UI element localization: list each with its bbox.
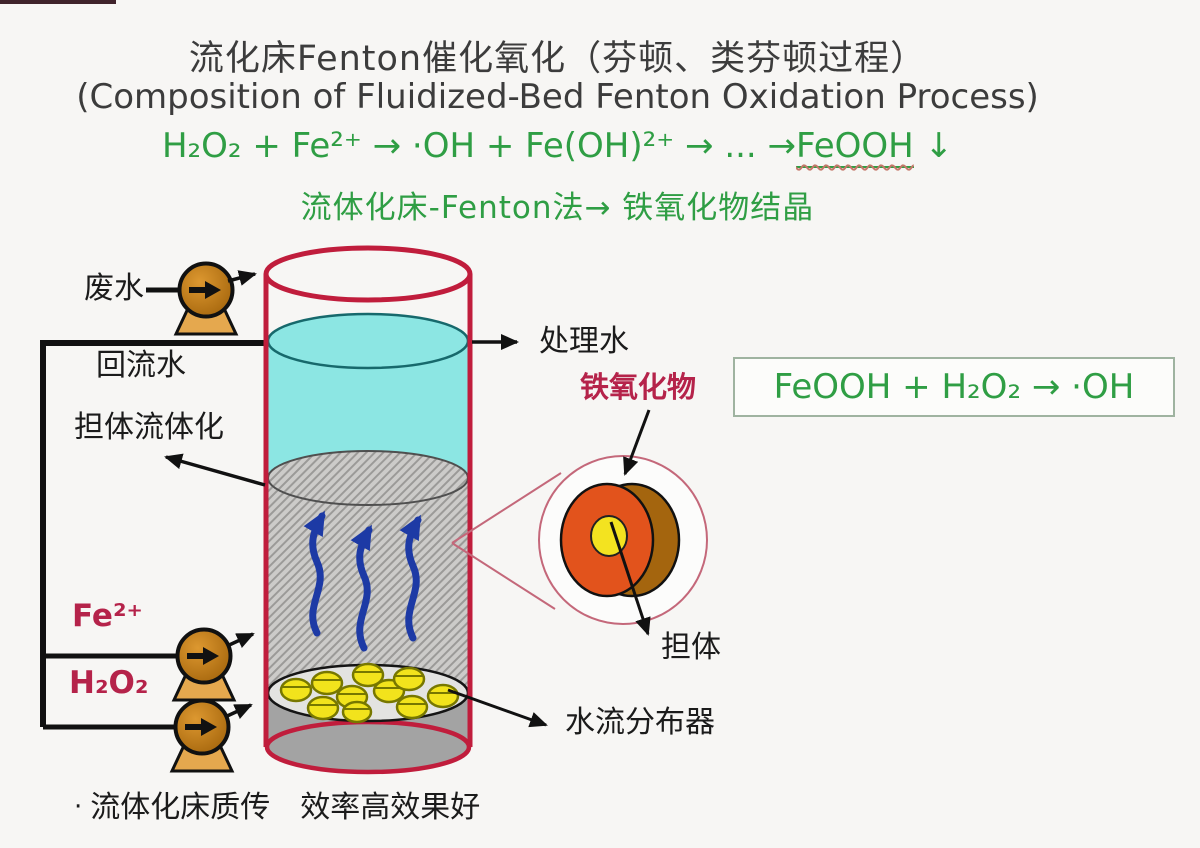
treated-water-label: 处理水 <box>539 324 629 359</box>
recycle-water-label: 回流水 <box>96 348 186 383</box>
page-title: 流化床Fenton催化氧化（芬顿、类芬顿过程） <box>188 39 927 79</box>
recirculation-pipe <box>40 287 266 730</box>
carrier-particle-detail <box>559 482 681 598</box>
carrier-label: 担体 <box>661 630 721 665</box>
bottom-note: ·流体化床质传 效率高效果好 <box>74 791 480 824</box>
reactor-column <box>263 245 473 775</box>
bottom-note-text: 流体化床质传 效率高效果好 <box>90 790 481 825</box>
column-top-rim <box>263 245 473 303</box>
flow-arrows-icon <box>303 510 422 652</box>
h2o2-pump-icon <box>169 698 235 773</box>
column-bottom <box>264 719 472 775</box>
wastewater-label: 废水 <box>84 271 144 306</box>
equation-pre: H₂O₂ + Fe²⁺ → ·OH + Fe(OH)²⁺ → ... → <box>161 126 797 166</box>
water-surface <box>266 312 470 370</box>
magnifier-callout <box>451 409 708 636</box>
carrier-fluidization-arrow <box>164 453 266 487</box>
carrier-fluidization-label: 担体流体化 <box>74 410 224 445</box>
flow-distributor-label: 水流分布器 <box>565 705 715 740</box>
iron-oxide-label: 铁氧化物 <box>580 370 697 404</box>
main-equation: H₂O₂ + Fe²⁺ → ·OH + Fe(OH)²⁺ → ... →FeOO… <box>0 126 1115 168</box>
h2o2-feed-label: H₂O₂ <box>69 665 149 701</box>
process-summary: 流体化床-Fenton法→ 铁氧化物结晶 <box>300 190 815 226</box>
equation-feooh: FeOOH <box>796 126 914 168</box>
corner-mark <box>0 0 116 4</box>
carrier-arrow <box>609 521 651 636</box>
fe2-pump-icon <box>171 627 237 702</box>
iron-oxide-arrow <box>623 409 651 476</box>
side-equation-text: FeOOH + H₂O₂ → ·OH <box>773 367 1135 407</box>
bed-surface <box>267 450 469 506</box>
page-subtitle: (Composition of Fluidized-Bed Fenton Oxi… <box>76 77 1039 117</box>
distributor-arrow <box>447 688 548 728</box>
water-distributor-plate <box>266 662 470 724</box>
carrier-particles <box>279 662 460 724</box>
wastewater-pump-icon <box>173 261 239 336</box>
equation-post: ↓ <box>913 126 954 166</box>
bullet-icon: · <box>74 792 83 822</box>
feed-arrows <box>224 270 257 719</box>
side-equation-box: FeOOH + H₂O₂ → ·OH <box>733 357 1175 417</box>
fe2-feed-label: Fe²⁺ <box>72 598 143 634</box>
